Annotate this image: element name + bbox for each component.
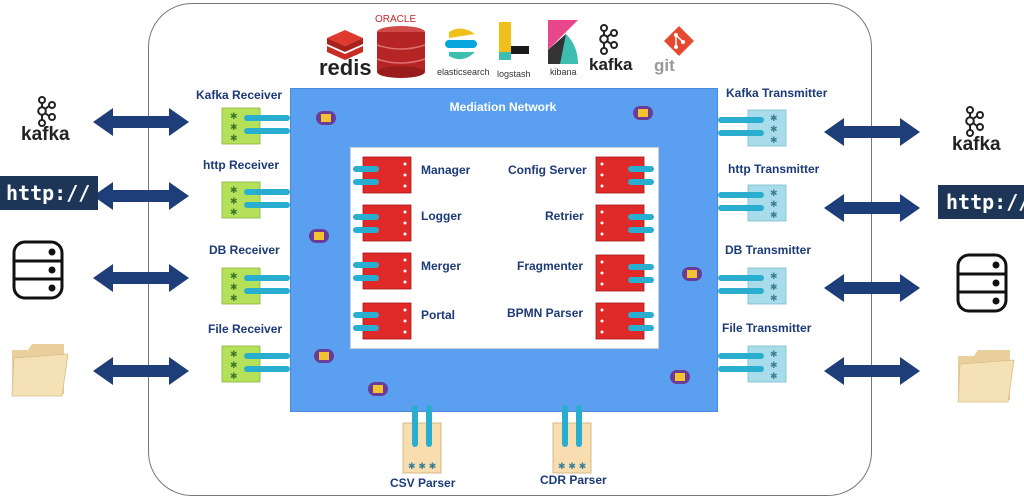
http-transmitter-module [717,184,787,222]
message-token [682,267,702,281]
http-left-arrow [93,182,189,210]
config-server-label: Config Server [508,163,587,177]
git-label: git [654,56,675,75]
git-logo-icon [664,26,694,56]
http-receiver-label: http Receiver [203,158,280,172]
fragmenter-service-module [595,254,655,292]
message-token [316,111,336,125]
folder-icon [957,350,1015,403]
csv-parser-module [402,404,442,474]
file-receiver-label: File Receiver [208,322,283,336]
kafka-icon [599,24,618,55]
db-receiver-label: DB Receiver [209,243,280,257]
file-transmitter-module [717,345,787,383]
config-server-service-module [595,156,655,194]
kafka-left-text: kafka [21,124,70,145]
logger-service-module [352,204,412,242]
http-right-arrow [824,194,920,222]
http-receiver-module [221,181,291,219]
db-receiver-module [221,267,291,305]
elasticsearch-label: elasticsearch [437,67,490,77]
kafka-receiver-module [221,107,291,145]
kafka-transmitter-module [717,109,787,147]
database-icon [956,253,1008,313]
portal-label: Portal [421,308,456,322]
logger-label: Logger [421,209,462,223]
fragmenter-label: Fragmenter [517,259,584,273]
elasticsearch-logo-icon [445,28,477,60]
csv-parser-label: CSV Parser [390,476,456,490]
db-right-arrow [824,274,920,302]
kafka-right-text: kafka [952,134,1001,155]
logstash-label: logstash [497,69,531,79]
oracle-label: ORACLE [375,14,417,25]
manager-service-module [352,156,412,194]
kafka-left-arrow [93,108,189,136]
manager-label: Manager [421,163,471,177]
message-token [309,229,329,243]
redis-logo-icon [327,30,363,60]
portal-service-module [352,302,412,340]
file-receiver-module [221,345,291,383]
logstash-logo-icon [499,22,529,60]
kafka-receiver-label: Kafka Receiver [196,88,283,102]
message-token [368,382,388,396]
message-token [633,106,653,120]
kafka-icon [37,96,56,127]
bpmn-parser-label: BPMN Parser [507,306,584,320]
retrier-label: Retrier [545,209,584,223]
http-transmitter-label: http Transmitter [728,162,820,176]
message-token [670,370,690,384]
http-left-badge: http:// [0,176,99,210]
cdr-parser-label: CDR Parser [540,473,607,487]
http-right-badge: http:// [938,185,1024,219]
kafka-transmitter-label: Kafka Transmitter [726,86,828,100]
retrier-service-module [595,204,655,242]
db-transmitter-label: DB Transmitter [725,243,812,257]
mediation-network-title: Mediation Network [449,100,557,114]
kibana-logo-icon [548,20,578,64]
kafka-right-arrow [824,118,920,146]
merger-label: Merger [421,259,462,273]
folder-icon [11,344,69,397]
redis-label: redis [319,55,372,80]
merger-service-module [352,252,412,290]
oracle-logo-icon [376,26,426,78]
db-left-arrow [93,264,189,292]
cdr-parser-module [552,404,592,474]
kafka-icon [965,106,984,137]
file-left-arrow [93,357,189,385]
message-token [314,349,334,363]
file-right-arrow [824,357,920,385]
db-transmitter-module [717,267,787,305]
file-transmitter-label: File Transmitter [722,321,812,335]
kibana-label: kibana [550,67,577,77]
bpmn-parser-service-module [595,302,655,340]
kafka-top-label: kafka [589,55,633,74]
database-icon [12,240,64,300]
